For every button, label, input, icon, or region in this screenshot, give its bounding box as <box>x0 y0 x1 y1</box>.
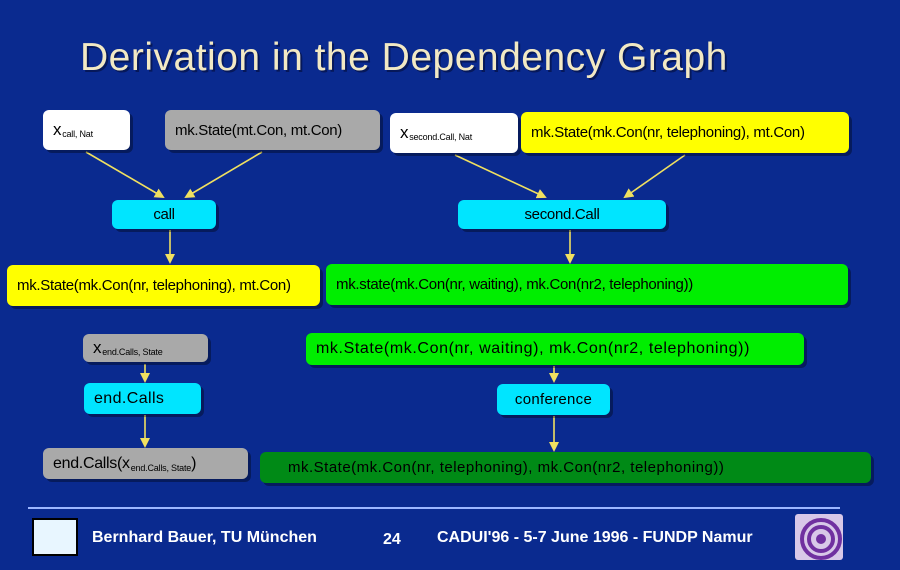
arrow-mtcon-to-call <box>184 151 263 199</box>
node-mkstate-waiting-label: mk.state(mk.Con(nr, waiting), mk.Con(nr2… <box>336 276 693 293</box>
node-call-label: call <box>153 206 175 223</box>
node-end-calls: end.Calls <box>84 383 201 414</box>
arrow-xcall-to-call <box>85 151 165 199</box>
footer-box-logo <box>32 518 78 556</box>
slide-title: Derivation in the Dependency Graph <box>80 36 728 79</box>
node-x-call-main: x <box>53 120 62 139</box>
node-mkstate-telephoning-mtcon-top-label: mk.State(mk.Con(nr, telephoning), mt.Con… <box>531 124 805 141</box>
node-mkstate-mtcon: mk.State(mt.Con, mt.Con) <box>165 110 380 150</box>
footer-event: CADUI'96 - 5-7 June 1996 - FUNDP Namur <box>437 529 753 546</box>
node-mkstate-final-label: mk.State(mk.Con(nr, telephoning), mk.Con… <box>288 459 725 476</box>
node-conference-label: conference <box>514 391 593 408</box>
node-mkstate-telephoning-mtcon-left-label: mk.State(mk.Con(nr, telephoning), mt.Con… <box>17 277 291 294</box>
node-call: call <box>112 200 216 229</box>
node-x-call-sub: call, Nat <box>62 129 93 139</box>
node-x-secondcall-main: x <box>400 123 409 142</box>
node-end-calls-label: end.Calls <box>94 389 165 407</box>
node-mkstate-telephoning-mtcon-left: mk.State(mk.Con(nr, telephoning), mt.Con… <box>7 265 320 306</box>
node-x-endcalls-main: x <box>93 338 102 357</box>
institution-logo-icon <box>795 514 843 560</box>
footer-divider <box>28 507 840 509</box>
arrow-xsecond-to-secondcall <box>454 154 547 199</box>
node-second-call-label: second.Call <box>524 206 600 223</box>
node-mkstate-waiting: mk.state(mk.Con(nr, waiting), mk.Con(nr2… <box>326 264 848 305</box>
node-conference: conference <box>497 384 610 415</box>
node-x-endcalls-sub: end.Calls, State <box>102 347 163 357</box>
node-mkstate-final: mk.State(mk.Con(nr, telephoning), mk.Con… <box>260 452 871 483</box>
arrow-yellow-to-secondcall <box>623 154 686 199</box>
node-end-calls-expr-sub: end.Calls, State <box>130 462 192 473</box>
footer-author: Bernhard Bauer, TU München <box>92 529 317 546</box>
node-second-call: second.Call <box>458 200 666 229</box>
node-end-calls-expr-prefix: end.Calls(x <box>53 454 130 472</box>
node-end-calls-expr-suffix: ) <box>191 454 197 472</box>
node-x-secondcall-sub: second.Call, Nat <box>409 132 473 142</box>
node-mkstate-telephoning-mtcon-top: mk.State(mk.Con(nr, telephoning), mt.Con… <box>521 112 849 153</box>
node-mkstate-waiting-2: mk.State(mk.Con(nr, waiting), mk.Con(nr2… <box>306 333 804 365</box>
footer-page-number: 24 <box>383 531 401 548</box>
node-mkstate-waiting-2-label: mk.State(mk.Con(nr, waiting), mk.Con(nr2… <box>316 340 751 357</box>
node-mkstate-mtcon-label: mk.State(mt.Con, mt.Con) <box>175 121 343 139</box>
